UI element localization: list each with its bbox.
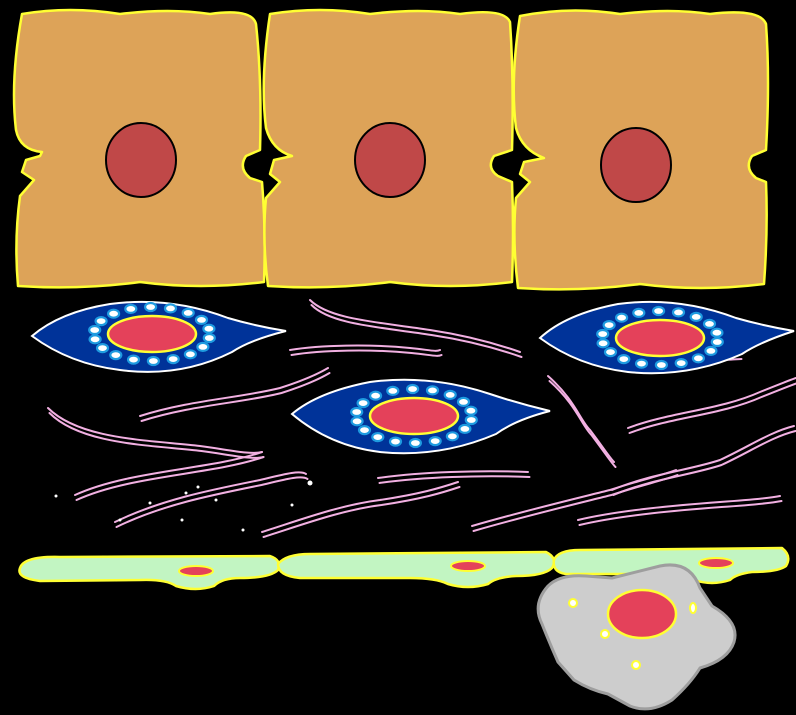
granule <box>183 309 194 317</box>
epithelial-cell-2 <box>264 10 513 287</box>
granule <box>390 438 401 446</box>
granule <box>185 350 196 358</box>
granule <box>691 313 702 321</box>
granule <box>466 416 477 424</box>
epithelial-nucleus <box>355 123 425 197</box>
granule <box>90 335 101 343</box>
plasma-cell-3 <box>540 302 794 373</box>
granule <box>676 359 687 367</box>
epithelial-nucleus <box>601 128 671 202</box>
granule <box>693 354 704 362</box>
granule <box>96 317 107 325</box>
granule <box>196 316 207 324</box>
granule <box>430 437 441 445</box>
endothelial-nucleus <box>179 566 213 576</box>
plasma-cell-1 <box>32 302 286 372</box>
endothelial-cell-1 <box>19 556 279 589</box>
granule <box>598 339 609 347</box>
granule <box>445 391 456 399</box>
granule <box>459 425 470 433</box>
granule <box>704 320 715 328</box>
granule <box>410 439 421 447</box>
granule <box>108 310 119 318</box>
granule <box>148 357 159 365</box>
endothelial-nucleus <box>699 558 733 568</box>
endothelial-cell-2 <box>278 552 554 587</box>
granule <box>110 351 121 359</box>
macrophage-vesicle <box>601 630 609 638</box>
collagen-fiber-strand <box>264 487 460 537</box>
granule <box>712 338 723 346</box>
granule <box>465 407 476 415</box>
plasma-cell-2 <box>292 380 550 453</box>
granule <box>197 343 208 351</box>
granule <box>597 330 608 338</box>
granule <box>372 433 383 441</box>
granule <box>633 309 644 317</box>
granule <box>204 334 215 342</box>
epithelial-nucleus <box>106 123 176 197</box>
macrophage-vesicle <box>690 603 696 613</box>
granule <box>407 385 418 393</box>
endothelial-nucleus <box>451 561 485 571</box>
granule <box>618 355 629 363</box>
collagen-fiber-strand <box>628 378 796 428</box>
granule <box>168 355 179 363</box>
collagen-fiber-strand <box>550 381 616 467</box>
epithelial-layer <box>14 10 768 289</box>
collagen-fiber-strand <box>614 431 796 495</box>
granule <box>97 344 108 352</box>
granule <box>447 432 458 440</box>
collagen-fiber-strand <box>612 426 794 490</box>
endothelial-cell-body <box>19 556 279 589</box>
granule <box>711 329 722 337</box>
granule <box>656 361 667 369</box>
macrophage <box>538 565 735 709</box>
granule <box>358 399 369 407</box>
macrophage-vesicle <box>569 599 577 607</box>
collagen-fiber-strand <box>578 496 780 520</box>
collagen-fiber-strand <box>310 300 520 352</box>
macrophage-nucleus <box>608 590 676 638</box>
granule <box>427 386 438 394</box>
granule <box>352 417 363 425</box>
granule <box>673 308 684 316</box>
granule <box>616 314 627 322</box>
granule <box>705 347 716 355</box>
granule <box>203 325 214 333</box>
granule <box>605 348 616 356</box>
granule <box>351 408 362 416</box>
granule <box>89 326 100 334</box>
endothelial-cell-body <box>278 552 554 587</box>
collagen-fiber-strand <box>292 351 442 356</box>
collagen-fiber-strand <box>77 457 264 500</box>
granule <box>165 304 176 312</box>
collagen-fiber-strand <box>117 477 308 527</box>
collagen-fiber-strand <box>630 383 796 433</box>
granule <box>387 387 398 395</box>
granule <box>653 307 664 315</box>
granule <box>636 360 647 368</box>
collagen-fiber-strand <box>262 482 458 532</box>
plasma-nucleus <box>108 316 196 352</box>
granule <box>125 305 136 313</box>
collagen-fiber-strand <box>75 452 262 495</box>
epithelial-cell-1 <box>14 10 265 287</box>
granule <box>128 356 139 364</box>
collagen-fiber-strand <box>380 476 530 483</box>
plasma-cells <box>32 302 794 453</box>
macrophage-vesicle <box>632 661 640 669</box>
granule <box>370 392 381 400</box>
granule <box>458 398 469 406</box>
granule <box>145 303 156 311</box>
granule <box>359 426 370 434</box>
plasma-nucleus <box>616 320 704 356</box>
granule <box>604 321 615 329</box>
plasma-nucleus <box>370 398 458 434</box>
epithelial-cell-3 <box>514 10 768 289</box>
